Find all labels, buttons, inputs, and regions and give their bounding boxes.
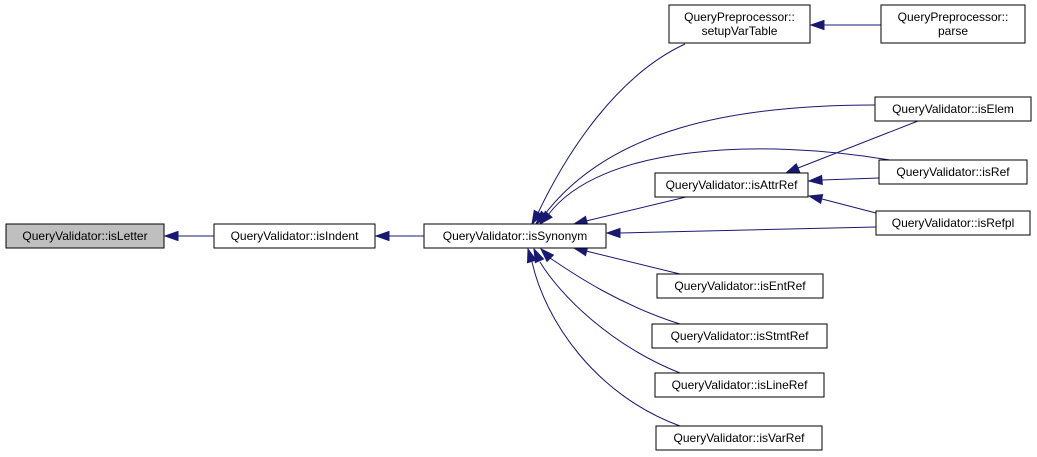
edge-isVarRef-to-isSynonym (526, 247, 681, 427)
node-label: parse (938, 24, 968, 38)
node-label: QueryValidator::isEntRef (674, 279, 806, 293)
node-box (874, 96, 1032, 122)
edges (163, 19, 919, 427)
node-box (654, 372, 825, 398)
node-label: QueryValidator::isLetter (22, 229, 147, 243)
arrowhead-icon (784, 163, 801, 174)
node-label: QueryValidator::isVarRef (674, 431, 806, 445)
node-box (878, 159, 1028, 185)
arrowhead-icon (531, 209, 544, 226)
edge-isRef-to-isSynonym (538, 148, 891, 226)
edge-isSynonym-to-isIndent (374, 230, 424, 242)
node-label: QueryPreprocessor:: (898, 10, 1009, 24)
edge-isRefpl-to-isSynonym (605, 226, 877, 239)
edge-isStmtRef-to-isSynonym (539, 247, 681, 325)
node-isRef[interactable]: QueryValidator::isRef (878, 159, 1028, 185)
node-label: QueryPreprocessor:: (684, 10, 795, 24)
node-label: QueryValidator::isElem (892, 102, 1014, 116)
node-box (655, 425, 823, 451)
node-isRefpl[interactable]: QueryValidator::isRefpl (875, 210, 1031, 236)
node-label: QueryValidator::isRefpl (892, 216, 1015, 230)
edge-isLineRef-to-isSynonym (533, 247, 681, 374)
node-label: QueryValidator::isStmtRef (671, 329, 809, 343)
node-isAttrRef[interactable]: QueryValidator::isAttrRef (654, 172, 809, 198)
edge-parse-to-setupVarTable (809, 19, 881, 31)
node-isLetter[interactable]: QueryValidator::isLetter (5, 223, 165, 249)
edge-line (797, 120, 919, 169)
node-isElem[interactable]: QueryValidator::isElem (874, 96, 1032, 122)
node-box (875, 210, 1031, 236)
node-parse[interactable]: QueryPreprocessor::parse (880, 4, 1026, 44)
node-setupVarTable[interactable]: QueryPreprocessor::setupVarTable (668, 4, 811, 44)
node-box (5, 223, 165, 249)
node-box (423, 223, 607, 249)
node-isLineRef[interactable]: QueryValidator::isLineRef (654, 372, 825, 398)
edge-line (531, 261, 681, 427)
node-isVarRef[interactable]: QueryValidator::isVarRef (655, 425, 823, 451)
arrowhead-icon (374, 230, 390, 242)
node-label: QueryValidator::isSynonym (443, 229, 588, 243)
edge-isElem-to-isSynonym (534, 104, 876, 226)
arrowhead-icon (538, 210, 553, 226)
arrowhead-icon (539, 247, 555, 263)
node-box (656, 273, 824, 299)
arrowhead-icon (163, 230, 179, 242)
node-box (651, 323, 828, 349)
edge-line (537, 43, 686, 214)
edge-isIndent-to-isLetter (163, 230, 214, 242)
edge-isRef-to-isAttrRef (807, 174, 880, 186)
node-label: QueryValidator::isAttrRef (666, 178, 798, 192)
node-box (654, 172, 809, 198)
node-isSynonym[interactable]: QueryValidator::isSynonym (423, 223, 607, 249)
node-label: QueryValidator::isIndent (231, 229, 360, 243)
node-box (880, 4, 1026, 44)
arrowhead-icon (533, 247, 545, 264)
arrowhead-icon (807, 174, 823, 186)
node-box (668, 4, 811, 44)
edge-isAttrRef-to-isSynonym (572, 196, 687, 226)
edge-isEntRef-to-isSynonym (572, 246, 681, 275)
edge-isRefpl-to-isAttrRef (807, 193, 877, 214)
node-box (213, 223, 376, 249)
arrowhead-icon (809, 19, 825, 31)
edge-line (547, 148, 891, 216)
node-isEntRef[interactable]: QueryValidator::isEntRef (656, 273, 824, 299)
edge-line (619, 226, 877, 234)
edge-line (549, 257, 681, 325)
node-label: QueryValidator::isRef (896, 165, 1010, 179)
edge-line (544, 104, 876, 215)
edge-line (539, 261, 681, 374)
arrowhead-icon (807, 193, 824, 205)
node-isStmtRef[interactable]: QueryValidator::isStmtRef (651, 323, 828, 349)
edge-line (821, 198, 877, 214)
edge-line (585, 250, 681, 275)
node-label: setupVarTable (702, 24, 778, 38)
edge-line (821, 177, 880, 181)
arrowhead-icon (526, 247, 537, 264)
edge-line (585, 196, 687, 222)
arrowhead-icon (605, 227, 621, 239)
node-label: QueryValidator::isLineRef (672, 378, 809, 392)
edge-setupVarTable-to-isSynonym (531, 43, 686, 226)
node-isIndent[interactable]: QueryValidator::isIndent (213, 223, 376, 249)
